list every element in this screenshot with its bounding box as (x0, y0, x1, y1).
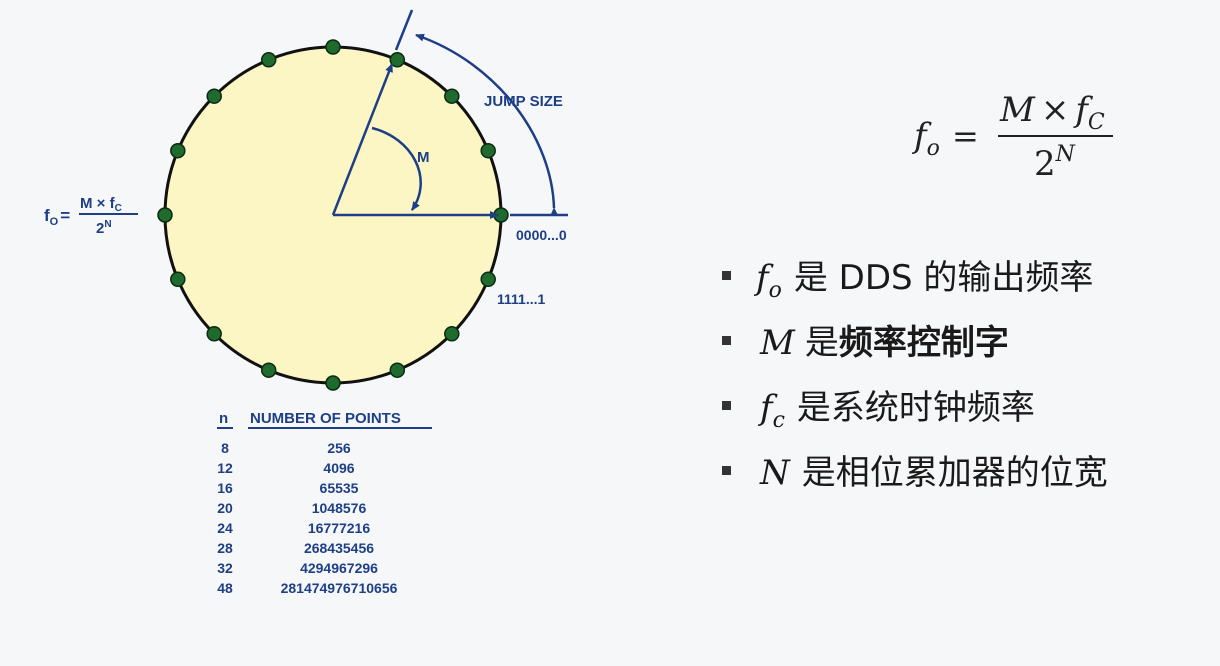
bullet-text: 是 DDS 的输出频率 (794, 258, 1094, 298)
bullet-marker (722, 271, 731, 280)
bullet-item-n: N 是相位累加器的位宽 (722, 453, 1108, 493)
table-cell-points: 256 (327, 440, 351, 456)
zero-phase-label: 0000...0 (516, 227, 567, 243)
table-cell-n: 48 (217, 580, 233, 596)
main-formula: fo = M×fC 2N (911, 90, 1113, 184)
table-header-points: NUMBER OF POINTS (250, 410, 401, 427)
phase-point (480, 271, 496, 288)
formula-times: × (1041, 90, 1070, 130)
bullet-bold-text: 频率控制字 (839, 323, 1009, 363)
phase-wheel: M JUMP SIZE 0000...0 1111...1 (157, 9, 568, 391)
phase-point (389, 362, 406, 378)
svg-text:fo: fo (911, 116, 940, 161)
formula-num-m: M (999, 90, 1036, 130)
phase-point (480, 142, 496, 159)
formula-den: 2 (1034, 144, 1056, 184)
m-angle-label: M (417, 149, 430, 166)
svg-text:2N: 2N (96, 219, 112, 237)
formula-num-sub: C (1088, 110, 1105, 135)
table-header-n: n (219, 410, 228, 427)
bullet-symbol-sub: o (769, 278, 782, 303)
jump-phase-vector (331, 63, 394, 216)
formula-lhs-sub: o (927, 136, 940, 161)
side-formula-den: 2 (96, 220, 104, 237)
side-formula: fO= M × fC 2N (44, 195, 138, 237)
phase-point (260, 362, 277, 378)
table-cell-points: 4096 (323, 460, 354, 476)
phase-point (325, 39, 341, 55)
phase-point (444, 88, 460, 104)
phase-point (389, 52, 406, 68)
svg-text:M×fC: M×fC (999, 90, 1105, 135)
bullet-symbol: N (759, 453, 791, 493)
svg-text:fo是 DDS 的输出频率: fo是 DDS 的输出频率 (753, 258, 1093, 303)
phase-point (157, 207, 173, 223)
bullet-text: 是系统时钟频率 (797, 388, 1035, 428)
table-cell-n: 32 (217, 560, 233, 576)
side-formula-lhs-sub: O (50, 216, 59, 228)
side-formula-den-sup: N (104, 219, 111, 230)
svg-text:2N: 2N (1034, 142, 1076, 184)
bullet-marker (722, 336, 731, 345)
jump-size-label: JUMP SIZE (484, 93, 563, 110)
table-cell-n: 20 (217, 500, 233, 516)
table-rows: 8 256 12 4096 16 65535 20 1048576 24 16777216 28 26… (217, 440, 397, 596)
table-cell-points: 4294967296 (300, 560, 378, 576)
bullet-symbol-sub: c (773, 408, 785, 433)
table-cell-n: 16 (217, 480, 233, 496)
phase-point (170, 142, 186, 159)
side-formula-lhs: f (44, 206, 50, 225)
table-cell-points: 16777216 (308, 520, 371, 536)
side-formula-num-sub: C (115, 203, 122, 214)
bullet-symbol: M (759, 323, 796, 363)
formula-eq: = (952, 117, 979, 155)
jump-size-arc (415, 33, 559, 217)
table-cell-points: 65535 (320, 480, 359, 496)
formula-den-sup: N (1055, 142, 1076, 167)
phase-point (170, 271, 186, 288)
phase-point (206, 88, 222, 104)
table-cell-points: 281474976710656 (281, 580, 398, 596)
phase-point (444, 326, 460, 342)
phase-point (206, 326, 222, 342)
svg-text:M × fC: M × fC (80, 195, 122, 214)
table-cell-n: 24 (217, 520, 233, 536)
table-cell-n: 12 (217, 460, 233, 476)
points-table: n NUMBER OF POINTS 8 256 12 4096 16 65535 20 10… (217, 410, 432, 596)
table-cell-points: 1048576 (312, 500, 367, 516)
bullet-marker (722, 466, 731, 475)
max-phase-label: 1111...1 (497, 291, 545, 307)
phase-point (325, 375, 341, 391)
bullet-marker (722, 401, 731, 410)
side-formula-eq: = (60, 206, 70, 225)
svg-text:fO=: fO= (44, 206, 70, 228)
bullet-text: 是 (805, 323, 839, 363)
table-cell-points: 268435456 (304, 540, 374, 556)
table-cell-n: 28 (217, 540, 233, 556)
jump-start-tick (394, 9, 414, 51)
side-formula-num: M × f (80, 195, 116, 212)
bullet-text: 是相位累加器的位宽 (802, 453, 1108, 493)
phase-point (260, 52, 277, 68)
table-cell-n: 8 (221, 440, 229, 456)
